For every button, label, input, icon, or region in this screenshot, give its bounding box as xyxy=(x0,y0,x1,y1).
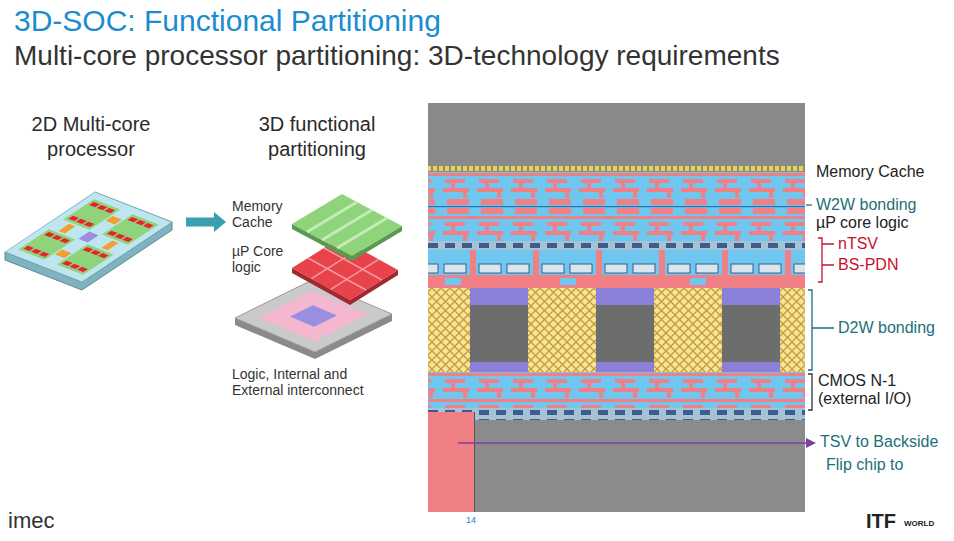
page-number: 14 xyxy=(466,515,476,525)
cross-section xyxy=(428,250,805,275)
cross-section xyxy=(596,362,654,372)
cross-section xyxy=(560,278,576,285)
cross-section xyxy=(428,172,805,198)
logo-text: ITF xyxy=(866,510,896,533)
stack-3d xyxy=(307,202,387,248)
cross-section xyxy=(428,215,805,241)
process-label: Flip chip to xyxy=(826,456,903,474)
chip-2d xyxy=(89,202,115,213)
chip-2d xyxy=(23,246,49,257)
cross-section xyxy=(428,372,805,408)
cross-section xyxy=(428,288,805,372)
cross-section xyxy=(428,420,805,512)
stack-3d xyxy=(292,194,402,256)
layer-label: Memory Cache xyxy=(232,198,296,230)
logo-text: WORLD xyxy=(904,519,934,528)
flow-arrow xyxy=(186,218,214,227)
cross-section xyxy=(470,362,528,372)
layer-label: Logic, Internal and External interconnec… xyxy=(232,366,382,398)
bracket-lines xyxy=(806,204,812,205)
cross-section xyxy=(428,408,805,420)
bracket-lines xyxy=(818,238,834,282)
process-label: D2W bonding xyxy=(838,319,935,337)
chip-2d xyxy=(44,232,70,243)
slide-subtitle: Multi-core processor partitioning: 3D-te… xyxy=(14,40,780,72)
cross-section xyxy=(428,165,805,172)
cross-section xyxy=(428,250,805,275)
stack-3d xyxy=(290,305,337,327)
cross-section xyxy=(428,215,805,241)
cross-section xyxy=(428,103,805,165)
cross-section xyxy=(474,412,475,512)
cross-section xyxy=(428,288,805,372)
process-label: BS-PDN xyxy=(838,256,898,274)
figure-panel: 3D functional partitioning xyxy=(228,112,406,402)
layer-label: CMOS N-1 (external I/O) xyxy=(818,372,944,409)
cross-section xyxy=(428,172,805,198)
figure-heading: 2D Multi-core processor xyxy=(4,112,178,162)
cross-section xyxy=(722,362,780,372)
chip-2d xyxy=(55,250,71,258)
cross-section xyxy=(428,241,805,250)
chip-2d xyxy=(62,261,88,272)
process-label: nTSV xyxy=(838,235,878,253)
cross-section xyxy=(722,305,780,362)
chip-2d xyxy=(78,232,98,243)
chip-2d xyxy=(107,231,133,242)
cross-section xyxy=(428,165,805,172)
cross-section xyxy=(428,241,805,250)
process-label: TSV to Backside xyxy=(820,433,938,451)
chip-2d xyxy=(105,216,121,224)
chip-2d xyxy=(58,224,75,234)
slide-title: 3D-SOC: Functional Partitioning xyxy=(14,4,441,39)
layer-label: Memory Cache xyxy=(816,163,924,181)
cross-section xyxy=(428,103,805,512)
bracket-lines xyxy=(808,290,834,370)
cross-section xyxy=(428,412,474,512)
cross-section xyxy=(690,278,706,285)
bracket-lines xyxy=(458,442,806,444)
chip-2d xyxy=(5,192,172,290)
chip-2d xyxy=(5,192,172,282)
cross-section xyxy=(428,372,805,408)
chip-2d xyxy=(18,229,75,260)
layer-label: µP core logic xyxy=(816,214,909,232)
figure-heading: 3D functional partitioning xyxy=(228,112,406,162)
cross-section xyxy=(722,288,780,305)
layer-label: µP Core logic xyxy=(232,243,296,275)
cross-section xyxy=(428,198,805,215)
chip-2d xyxy=(5,192,172,282)
process-label: W2W bonding xyxy=(816,196,917,214)
bracket-lines xyxy=(458,205,834,443)
cross-section xyxy=(596,305,654,362)
cross-section xyxy=(445,278,461,285)
logo-text: imec xyxy=(8,508,54,533)
cross-section xyxy=(428,408,805,420)
chip-2d xyxy=(102,214,159,245)
cross-section xyxy=(428,275,805,288)
cross-section xyxy=(470,305,528,362)
cross-section xyxy=(470,288,528,305)
cross-section xyxy=(596,288,654,305)
chip-2d xyxy=(128,217,154,228)
cross-section xyxy=(428,198,805,215)
bracket-lines xyxy=(808,374,812,410)
figure-panel: 2D Multi-core processor xyxy=(4,112,178,295)
chip-2d xyxy=(102,241,119,251)
